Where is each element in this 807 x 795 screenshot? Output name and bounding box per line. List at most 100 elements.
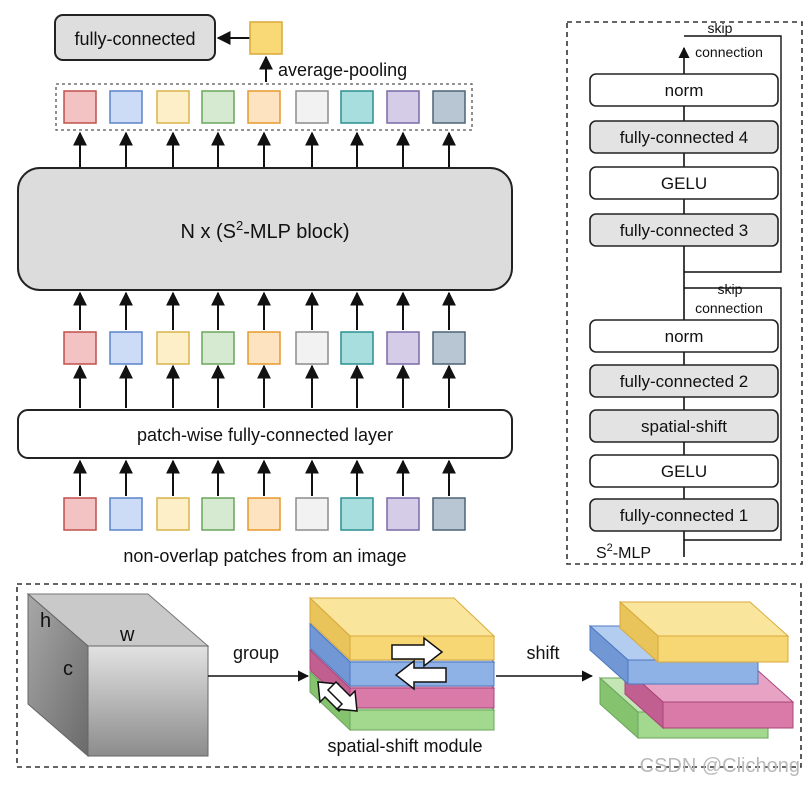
cube-w-label: w	[119, 624, 135, 646]
embedded-token-9	[432, 331, 466, 365]
slab-blue-side	[309, 622, 351, 688]
shifted-yellow-front	[657, 635, 789, 663]
s2mlp-stack-block	[17, 167, 513, 291]
stack-input-arrows	[73, 291, 456, 330]
output-token-8	[386, 90, 420, 124]
input-patch-1	[63, 497, 97, 531]
shift-down-arrow-icon	[326, 680, 358, 712]
skip-connection-bottom	[684, 287, 782, 541]
output-token-7	[340, 90, 374, 124]
fc-head-box	[54, 14, 216, 61]
patch-input-arrows	[73, 459, 456, 496]
embedded-token-8	[386, 331, 420, 365]
skip-connection-top	[684, 35, 782, 273]
input-patch-6	[295, 497, 329, 531]
group-label: group	[233, 643, 279, 663]
input-patch-4	[201, 497, 235, 531]
detail-layer-box-6	[589, 364, 779, 398]
detail-layer-box-8	[589, 454, 779, 488]
connection-label-top: connection	[695, 44, 763, 60]
input-patch-3	[156, 497, 190, 531]
watermark: CSDN @Clichong	[640, 755, 800, 777]
output-token-3	[156, 90, 190, 124]
s2mlp-detail-frame	[566, 21, 803, 565]
s2mlp-stack-label: N x (S2-MLP block)	[180, 218, 349, 243]
right-block-detail: skip connection skip connection norm full…	[566, 20, 803, 565]
embedded-token-4	[201, 331, 235, 365]
fc-head-label: fully-connected	[74, 29, 195, 49]
avgpool-label: average-pooling	[278, 60, 407, 80]
slab-pink-front	[349, 687, 495, 709]
cube-front-face	[87, 645, 209, 757]
detail-layer-box-1	[589, 73, 779, 107]
embedded-token-5	[247, 331, 281, 365]
embedded-token-6	[295, 331, 329, 365]
input-patch-9	[432, 497, 466, 531]
embedded-token-3	[156, 331, 190, 365]
input-patch-2	[109, 497, 143, 531]
module-caption: spatial-shift module	[327, 736, 482, 756]
output-token-row	[63, 90, 466, 124]
detail-layer-label-8: GELU	[661, 462, 707, 481]
detail-layer-box-7	[589, 409, 779, 443]
embedded-token-1	[63, 331, 97, 365]
detail-layer-label-7: spatial-shift	[641, 417, 727, 436]
patches-caption: non-overlap patches from an image	[123, 546, 406, 566]
input-patch-row	[63, 497, 466, 531]
output-token-1	[63, 90, 97, 124]
shifted-blue-side	[589, 624, 629, 686]
feature-cube: h w c	[26, 592, 210, 758]
detail-layer-label-6: fully-connected 2	[620, 372, 749, 391]
shifted-yellow-side	[619, 600, 659, 664]
shifted-pink-front	[662, 701, 794, 729]
detail-layer-box-2	[589, 120, 779, 154]
output-token-2	[109, 90, 143, 124]
embedded-token-row	[63, 331, 466, 365]
shift-illustration-frame	[16, 583, 802, 768]
cube-h-label: h	[40, 610, 51, 632]
connection-label-bottom: connection	[695, 300, 763, 316]
detail-layer-stack: norm fully-connected 4 GELU fully-connected…	[589, 73, 779, 532]
detail-layer-label-5: norm	[665, 327, 704, 346]
input-patch-8	[386, 497, 420, 531]
shifted-blue-front	[627, 659, 759, 685]
embedding-output-arrows	[73, 364, 456, 408]
slab-green-front	[349, 709, 495, 731]
slab-yellow-side	[309, 596, 351, 662]
output-arrows	[73, 131, 456, 168]
output-token-6	[295, 90, 329, 124]
patch-layer-box	[17, 409, 513, 459]
detail-layer-label-4: fully-connected 3	[620, 221, 749, 240]
input-patch-7	[340, 497, 374, 531]
shift-label: shift	[526, 643, 559, 663]
left-architecture: fully-connected average-pooling N x (S2-…	[17, 14, 513, 566]
detail-layer-label-9: fully-connected 1	[620, 506, 749, 525]
detail-layer-box-5	[589, 319, 779, 353]
bottom-shift-illustration: h w c group spatial-shift modu	[16, 583, 802, 768]
input-patch-5	[247, 497, 281, 531]
shift-right-arrow-icon	[391, 636, 444, 668]
detail-layer-box-3	[589, 166, 779, 200]
output-token-group	[55, 83, 473, 131]
detail-layer-label-3: GELU	[661, 174, 707, 193]
shift-left-arrow-icon	[394, 659, 447, 691]
pooled-token	[249, 21, 283, 55]
skip-label-bottom: skip	[718, 281, 743, 297]
grouped-slabs	[308, 596, 496, 732]
detail-layer-label-1: norm	[665, 81, 704, 100]
s2mlp-footer-label: S2-MLP	[596, 542, 651, 562]
output-token-4	[201, 90, 235, 124]
output-token-5	[247, 90, 281, 124]
detail-layer-label-2: fully-connected 4	[620, 128, 749, 147]
cube-c-label: c	[63, 658, 73, 680]
skip-label-top: skip	[708, 20, 733, 36]
shifted-green-side	[599, 676, 639, 740]
detail-layer-box-9	[589, 498, 779, 532]
patch-layer-label: patch-wise fully-connected layer	[137, 425, 393, 445]
output-token-9	[432, 90, 466, 124]
embedded-token-7	[340, 331, 374, 365]
detail-layer-box-4	[589, 213, 779, 247]
shifted-slabs	[588, 600, 795, 740]
embedded-token-2	[109, 331, 143, 365]
